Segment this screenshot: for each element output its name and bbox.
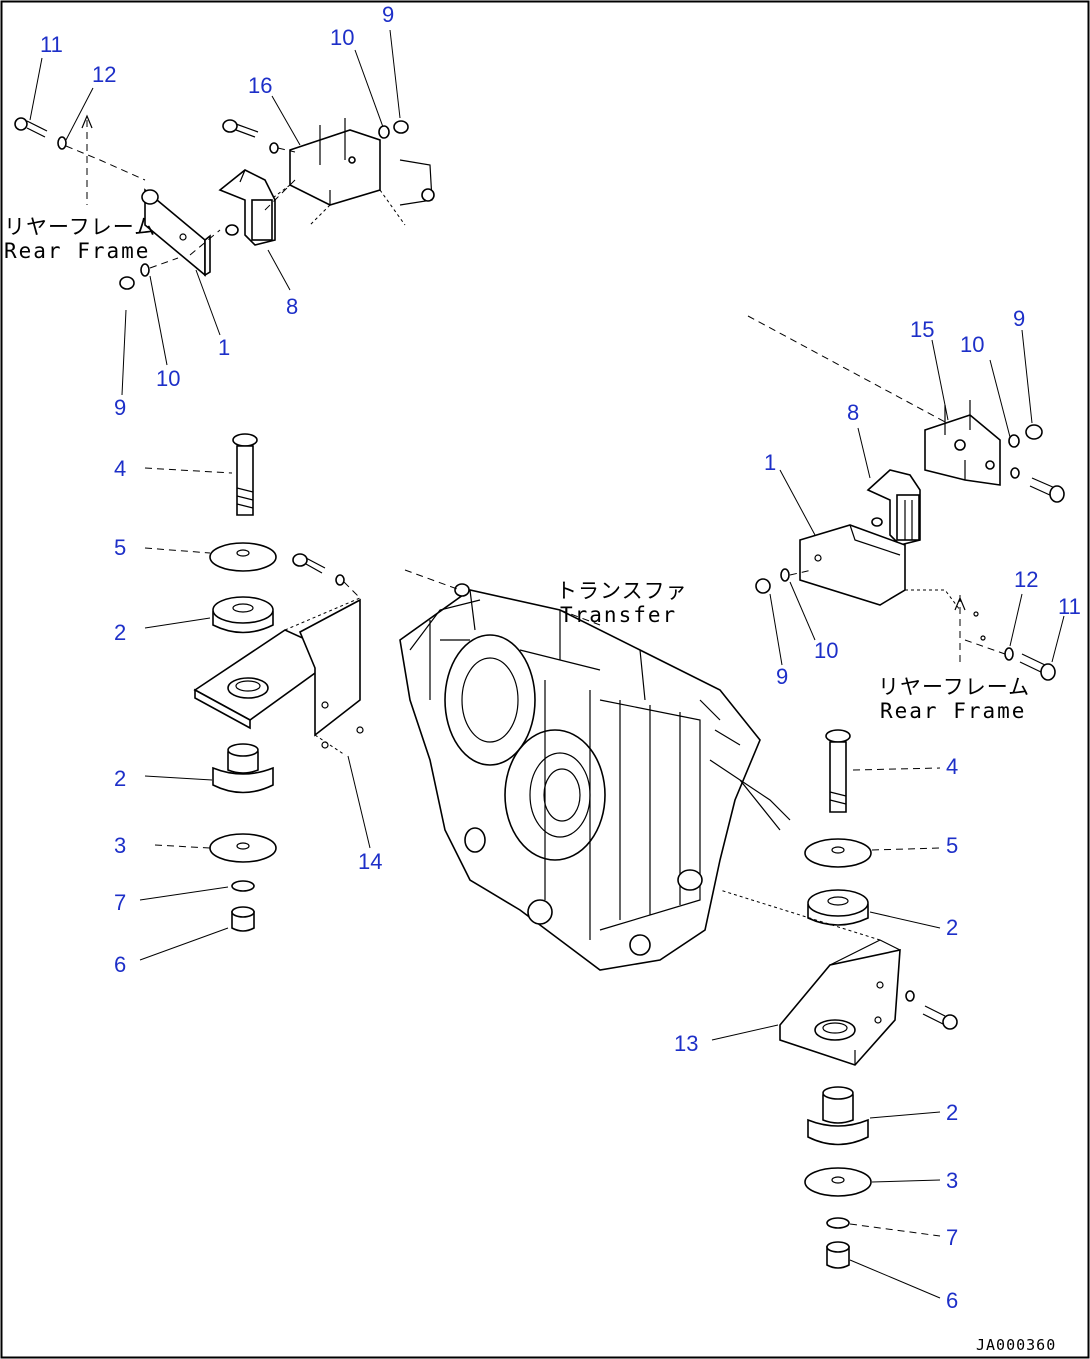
callout-11-left: 11 [40,32,63,57]
bolt-4-left [232,433,258,516]
drawing-id: JA000360 [976,1336,1056,1354]
callout-2-right-lower: 2 [946,1100,958,1125]
washer-12-left [57,136,67,150]
callout-2-left-lower: 2 [114,766,126,791]
bolt-15-right [1010,467,1065,503]
callout-8-right: 8 [847,400,859,425]
cushion-2-right-upper [807,889,869,926]
nut-9-left [119,276,135,290]
callout-7-right: 7 [946,1225,958,1250]
callout-1-left: 1 [218,335,230,360]
bolt-14 [292,553,361,599]
cushion-2-left-lower [212,743,274,794]
callout-15: 15 [910,317,934,342]
callout-3-right: 3 [946,1168,958,1193]
callout-10-top: 10 [330,25,354,50]
callout-12-right: 12 [1014,567,1038,592]
callout-2-left-upper: 2 [114,620,126,645]
bolt-4-right [825,729,851,813]
callout-11-right: 11 [1058,594,1081,619]
bracket-14 [193,597,364,756]
callout-3-left: 3 [114,833,126,858]
left-mount-stack [193,433,364,932]
bolt-16-left [222,119,296,154]
nut-6-left [231,906,255,932]
nut-9-right-bottom [755,578,771,594]
rear-frame-label-jp-right: リヤーフレーム [878,675,1030,699]
cushion-2-right-lower [807,1086,869,1146]
right-mount-assembly [747,315,1065,681]
callout-6-right: 6 [946,1288,958,1313]
callout-10-right-top: 10 [960,332,984,357]
callout-12-left: 12 [92,62,116,87]
nut-9-right-top [1025,424,1043,440]
bracket-13 [719,889,901,1066]
plate-5-left [209,542,277,572]
callout-14: 14 [358,849,382,874]
callout-10-left: 10 [156,366,180,391]
callout-5-right: 5 [946,833,958,858]
washer-12-right [1004,647,1014,661]
callout-16: 16 [248,73,272,98]
mount-8-right [866,469,921,546]
callout-4-right: 4 [946,754,958,779]
mount-8-left [218,169,276,246]
washer-10-right-top [1008,434,1020,448]
callout-9-right-bottom: 9 [776,664,788,689]
bracket-15 [924,400,1001,486]
callout-9-top: 9 [382,2,394,27]
bracket-1-left [141,188,211,277]
callout-9-right-top: 9 [1013,306,1025,331]
washer-10-left [140,263,150,277]
rear-frame-label-en-right: Rear Frame [880,699,1026,723]
callout-4-left: 4 [114,456,126,481]
callout-10-right-bottom: 10 [814,638,838,663]
plate-5-right [804,838,872,868]
bracket-16 [269,118,435,226]
callout-7-left: 7 [114,890,126,915]
cushion-2-left-upper [212,596,274,634]
transfer-housing [399,583,791,971]
callout-13: 13 [674,1031,698,1056]
plate-3-left [209,833,277,863]
washer-10-right-bottom [780,568,790,582]
callout-9-left: 9 [114,395,126,420]
callout-1-right: 1 [764,450,776,475]
plate-3-right [804,1167,872,1197]
top-left-mount-assembly [14,114,435,290]
washer-7-right [826,1217,850,1229]
rear-frame-label-jp-left: リヤーフレーム [4,215,156,239]
bolt-13 [905,990,958,1030]
bolt-11-right [1019,653,1056,681]
callout-6-left: 6 [114,952,126,977]
transfer-label-en: Transfer [560,603,677,627]
callout-5-left: 5 [114,535,126,560]
callout-8-left: 8 [286,294,298,319]
washer-7-left [231,880,255,892]
nut-9-top [393,120,409,134]
nut-6-right [826,1241,850,1269]
callout-2-right-upper: 2 [946,915,958,940]
bracket-1-right [799,524,961,611]
rear-frame-label-en-left: Rear Frame [4,239,150,263]
bolt-11-left [14,117,48,138]
washer-10-top [378,125,390,139]
transfer-label-jp: トランスファ [556,579,688,603]
right-mount-stack [719,729,958,1269]
